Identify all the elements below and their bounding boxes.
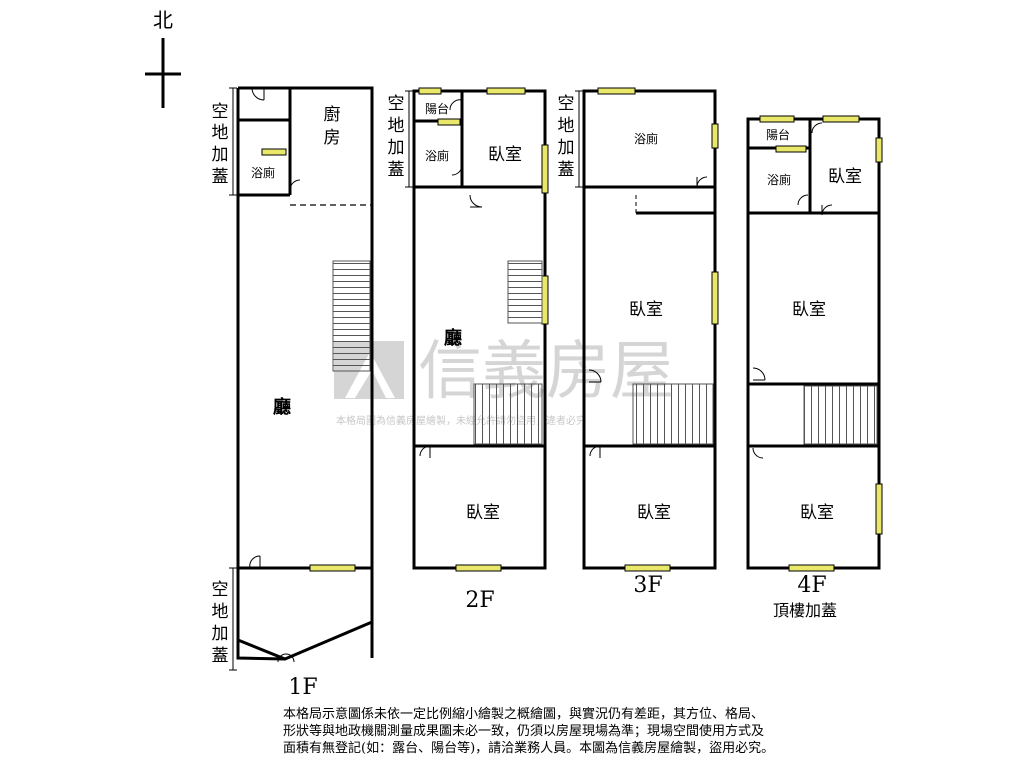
side-label-3f-4: 蓋 [558,160,575,180]
side-label-2f-3: 加 [388,138,405,158]
room-bath-2f: 浴廁 [425,148,449,163]
room-bedroom-north-2f: 臥室 [488,145,522,165]
room-balcony-2f: 陽台 [425,101,449,116]
side-label-3f-3: 加 [558,138,575,158]
room-hall-2f: 廳 [444,327,462,349]
room-bedroom-south-4f: 臥室 [800,503,834,523]
floor-label-2f: 2F [465,588,494,613]
room-balcony-4f: 陽台 [766,127,790,142]
room-bedroom-south-2f: 臥室 [466,503,500,523]
room-bedroom-middle-3f: 臥室 [629,300,663,320]
floor-label-1f: 1F [288,675,317,700]
window-icon [759,115,883,572]
side-label-1f-n-4: 蓋 [212,167,229,187]
side-label-2f-1: 空 [388,94,405,114]
room-bath-1f: 浴廁 [251,165,275,180]
floor-1f [236,86,374,663]
stairs-1f-icon [332,260,371,372]
side-label-1f-s-1: 空 [212,580,229,600]
floor-label-3f: 3F [633,573,662,598]
side-label-1f-n-2: 地 [212,123,229,143]
side-label-2f-2: 地 [388,116,405,136]
side-label-1f-n-3: 加 [212,145,229,165]
north-label: 北 [153,8,173,32]
window-icon [261,148,356,572]
disclaimer-line-1: 本格局示意圖係未依一定比例縮小繪製之概繪圖，與實況仍有差距，其方位、格局、 [283,707,765,722]
stairs-2f-icon [473,260,543,445]
room-bedroom-middle-4f: 臥室 [792,300,826,320]
dimension-bracket-3f [575,90,583,188]
room-kitchen-1f-char1: 廚 [324,104,341,125]
room-bath-3f: 浴廁 [634,131,658,146]
room-bedroom-north-4f: 臥室 [828,167,862,187]
side-label-2f-4: 蓋 [388,160,405,180]
floor-label-4f: 4F [797,573,826,598]
room-kitchen-1f-char2: 房 [324,128,341,148]
side-label-3f-2: 地 [558,116,575,136]
stairs-4f-icon [803,385,878,445]
side-label-1f-s-2: 地 [212,602,229,622]
dimension-bracket-2f [405,90,413,188]
disclaimer: 本格局示意圖係未依一定比例縮小繪製之概繪圖，與實況仍有差距，其方位、格局、 形狀… [283,706,883,757]
floor-sublabel-4f: 頂樓加蓋 [773,601,837,620]
north-arrow-icon [145,38,181,108]
room-bath-4f: 浴廁 [767,172,791,187]
stairs-3f-icon [632,383,714,445]
side-label-1f-n-1: 空 [212,102,229,122]
floor-3f [582,89,717,570]
side-label-1f-s-4: 蓋 [212,646,229,666]
room-bedroom-south-3f: 臥室 [637,503,671,523]
side-label-1f-s-3: 加 [212,624,229,644]
side-label-3f-1: 空 [558,94,575,114]
dimension-bracket-north-1f [229,87,237,671]
room-hall-1f: 廳 [273,396,291,418]
disclaimer-line-2: 形狀等與地政機關測量成果圖未必一致，仍須以房屋現場為準；現場空間使用方式及 [283,724,765,739]
disclaimer-line-3: 面積有無登記(如：露台、陽台等)，請洽業務人員。本圖為信義房屋繪製，盜用必究。 [283,741,775,756]
window-icon [597,87,719,572]
